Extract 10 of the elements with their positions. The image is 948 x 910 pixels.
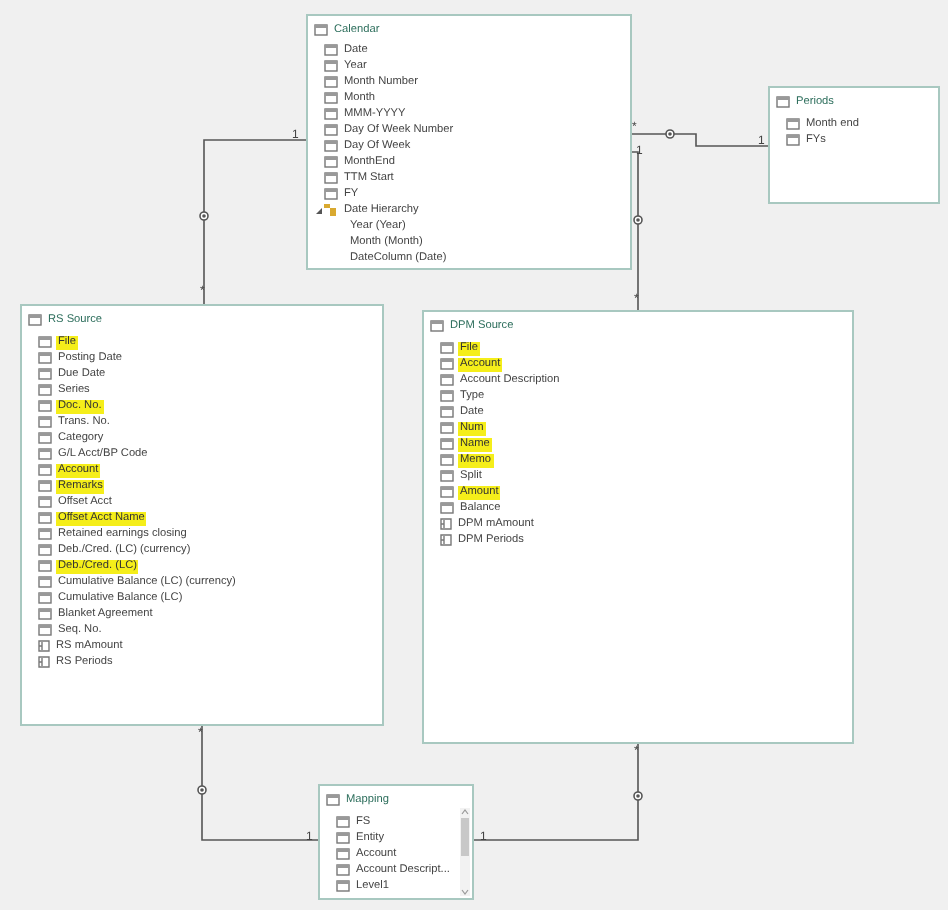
relationship-line	[631, 133, 769, 147]
relationship-line	[631, 151, 639, 311]
table-card	[20, 304, 384, 726]
table-card	[306, 14, 632, 270]
relationship-line	[201, 725, 319, 841]
table-card	[768, 86, 940, 204]
table-card	[422, 310, 854, 744]
relationship-line	[203, 139, 307, 305]
table-card	[318, 784, 474, 900]
relationship-line	[473, 743, 639, 841]
